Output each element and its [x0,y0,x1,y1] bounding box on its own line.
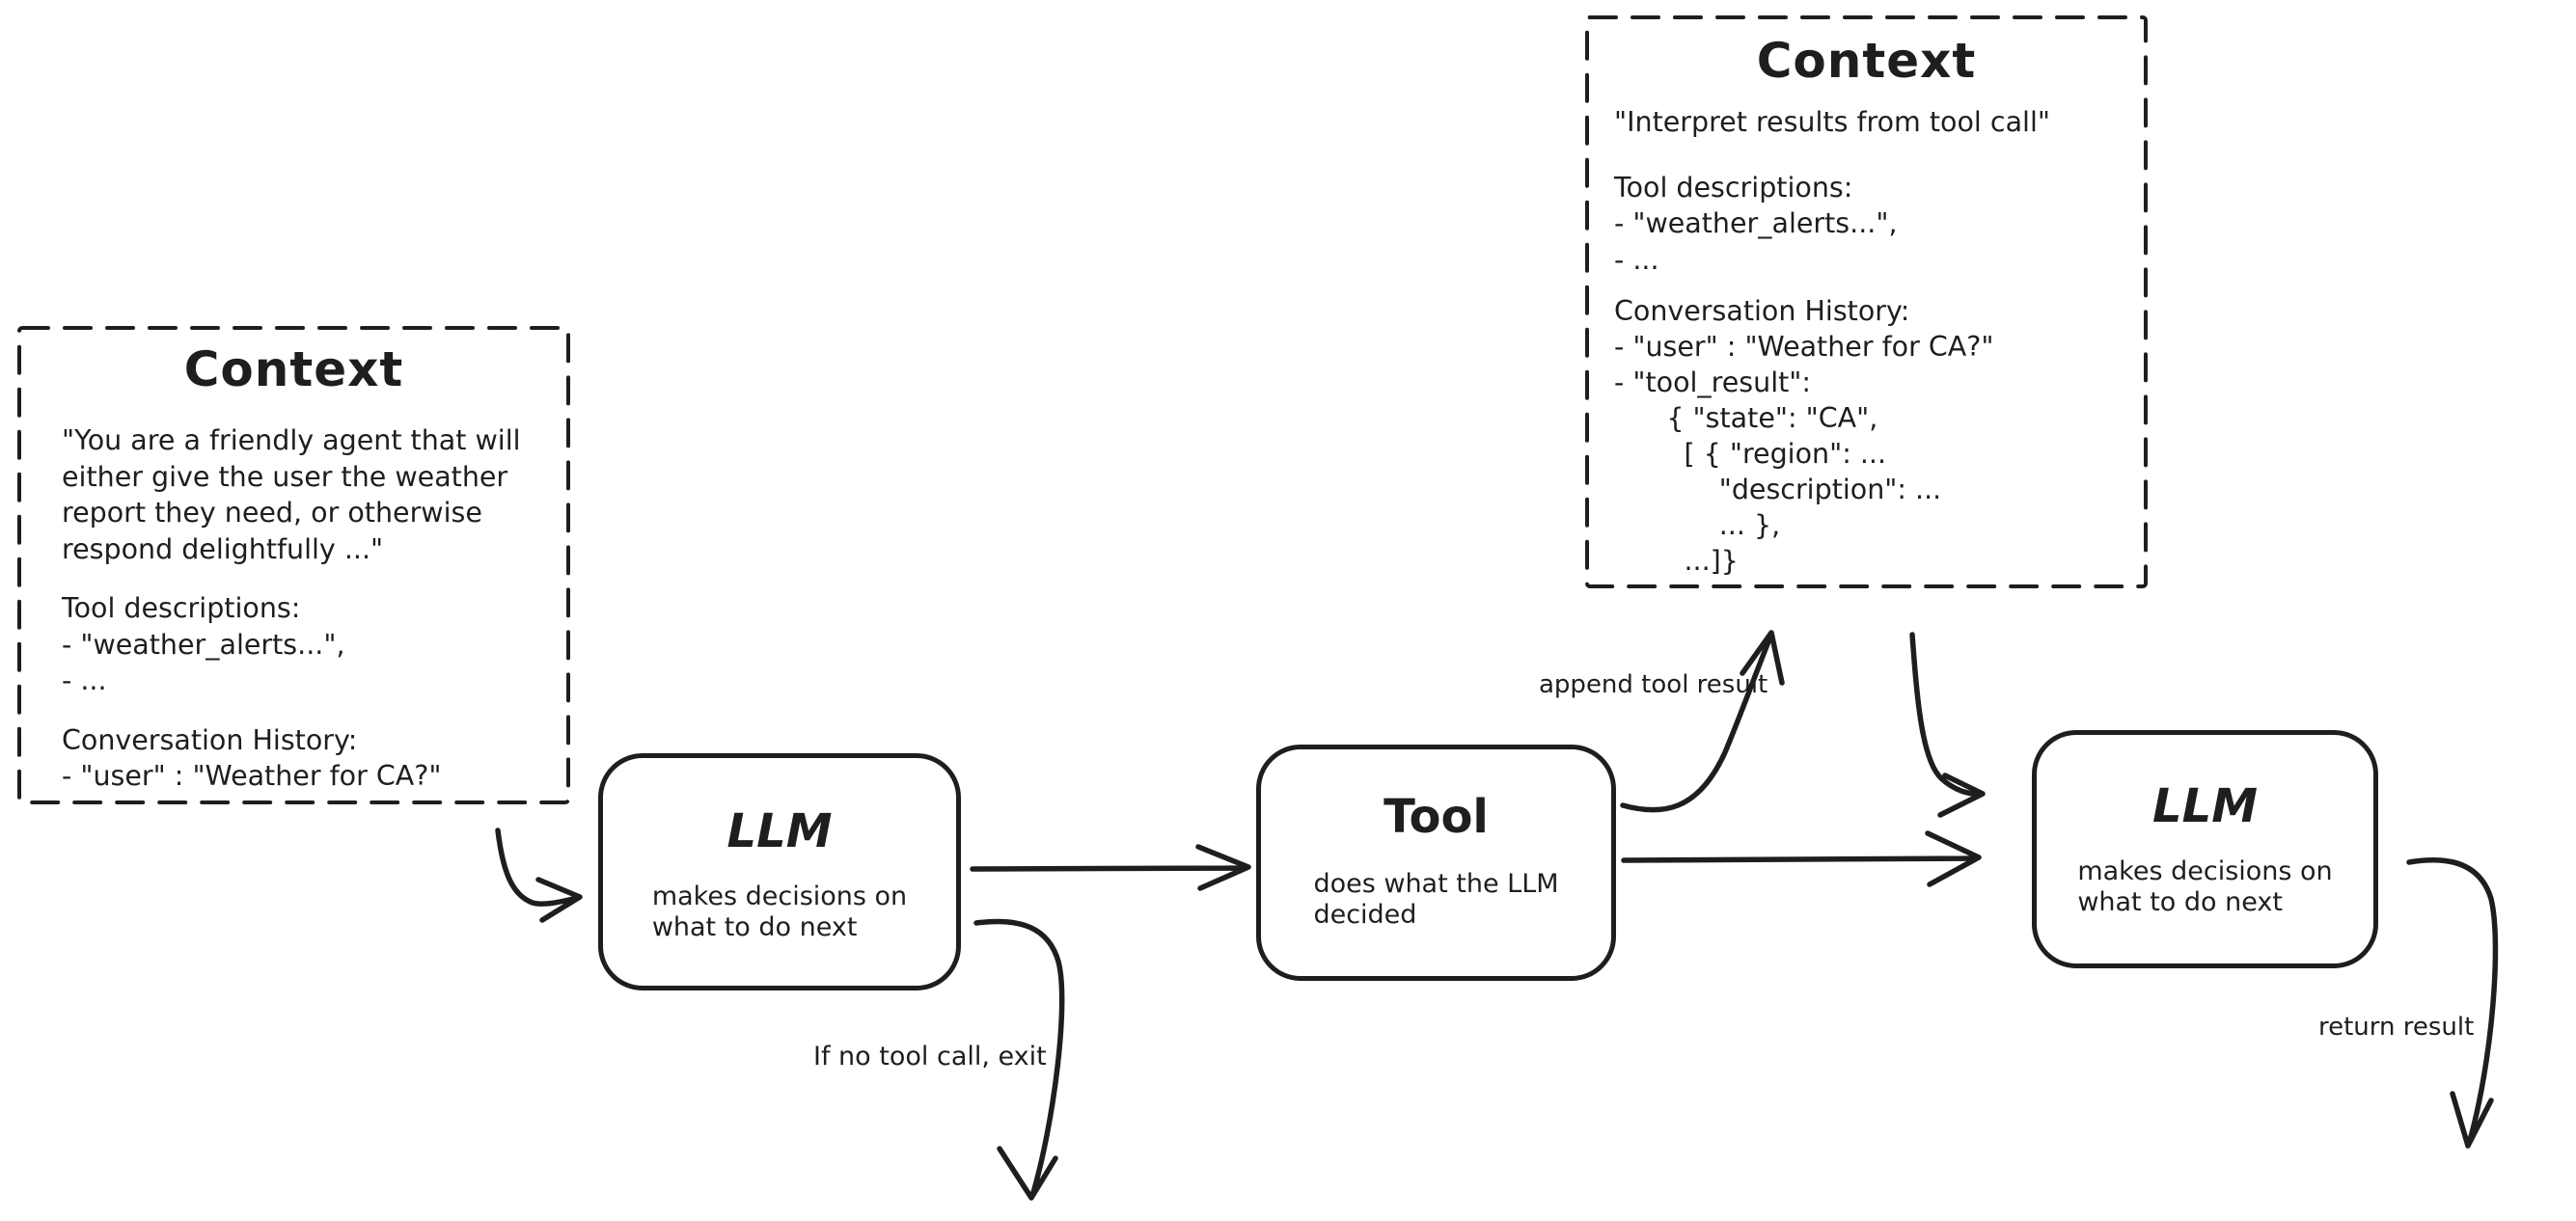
context-top-right-conversation-history: Conversation History: - "user" : "Weathe… [1614,295,1994,577]
edge-label-append-tool-result: append tool result [1539,670,1768,699]
edge-label-if-no-tool-call-exit: If no tool call, exit [813,1042,1047,1072]
edge-context-left-to-llm1 [495,828,583,923]
edge-tool-to-llm2 [1621,830,1982,887]
node-llm-second-description: makes decisions on what to do next [2077,856,2333,917]
edge-llm1-exit [973,918,1065,1201]
context-left-box: Context "You are a friendly agent that w… [19,328,568,802]
node-llm-second: LLM makes decisions on what to do next [2032,730,2378,968]
node-llm-first-title: LLM [726,804,833,858]
edge-llm1-to-tool [970,844,1251,891]
context-left-conversation-history: Conversation History: - "user" : "Weathe… [62,723,442,793]
node-tool-title: Tool [1384,790,1489,844]
context-left-system-prompt: "You are a friendly agent that will eith… [62,424,521,565]
context-top-right-box-border [1585,15,2148,588]
context-top-right-title: Context [1756,33,1977,89]
context-left-title: Context [183,341,404,397]
node-tool: Tool does what the LLM decided [1256,745,1616,981]
context-left-tool-descriptions: Tool descriptions: - "weather_alerts..."… [62,592,345,696]
context-top-right-tool-descriptions: Tool descriptions: - "weather_alerts..."… [1614,171,1898,276]
node-tool-description: does what the LLM decided [1313,869,1559,930]
context-top-right-box: Context "Interpret results from tool cal… [1587,17,2146,586]
edge-label-return-result: return result [2318,1013,2475,1042]
edge-tool-to-context-append [1620,630,1785,813]
node-llm-first: LLM makes decisions on what to do next [598,753,961,990]
edge-llm2-return [2406,856,2499,1149]
context-left-box-border [17,326,570,804]
node-llm-second-title: LLM [2152,779,2258,833]
node-llm-first-description: makes decisions on what to do next [651,882,908,942]
context-top-right-system-prompt: "Interpret results from tool call" [1614,106,2050,138]
edge-context-to-llm2 [1909,632,1986,818]
